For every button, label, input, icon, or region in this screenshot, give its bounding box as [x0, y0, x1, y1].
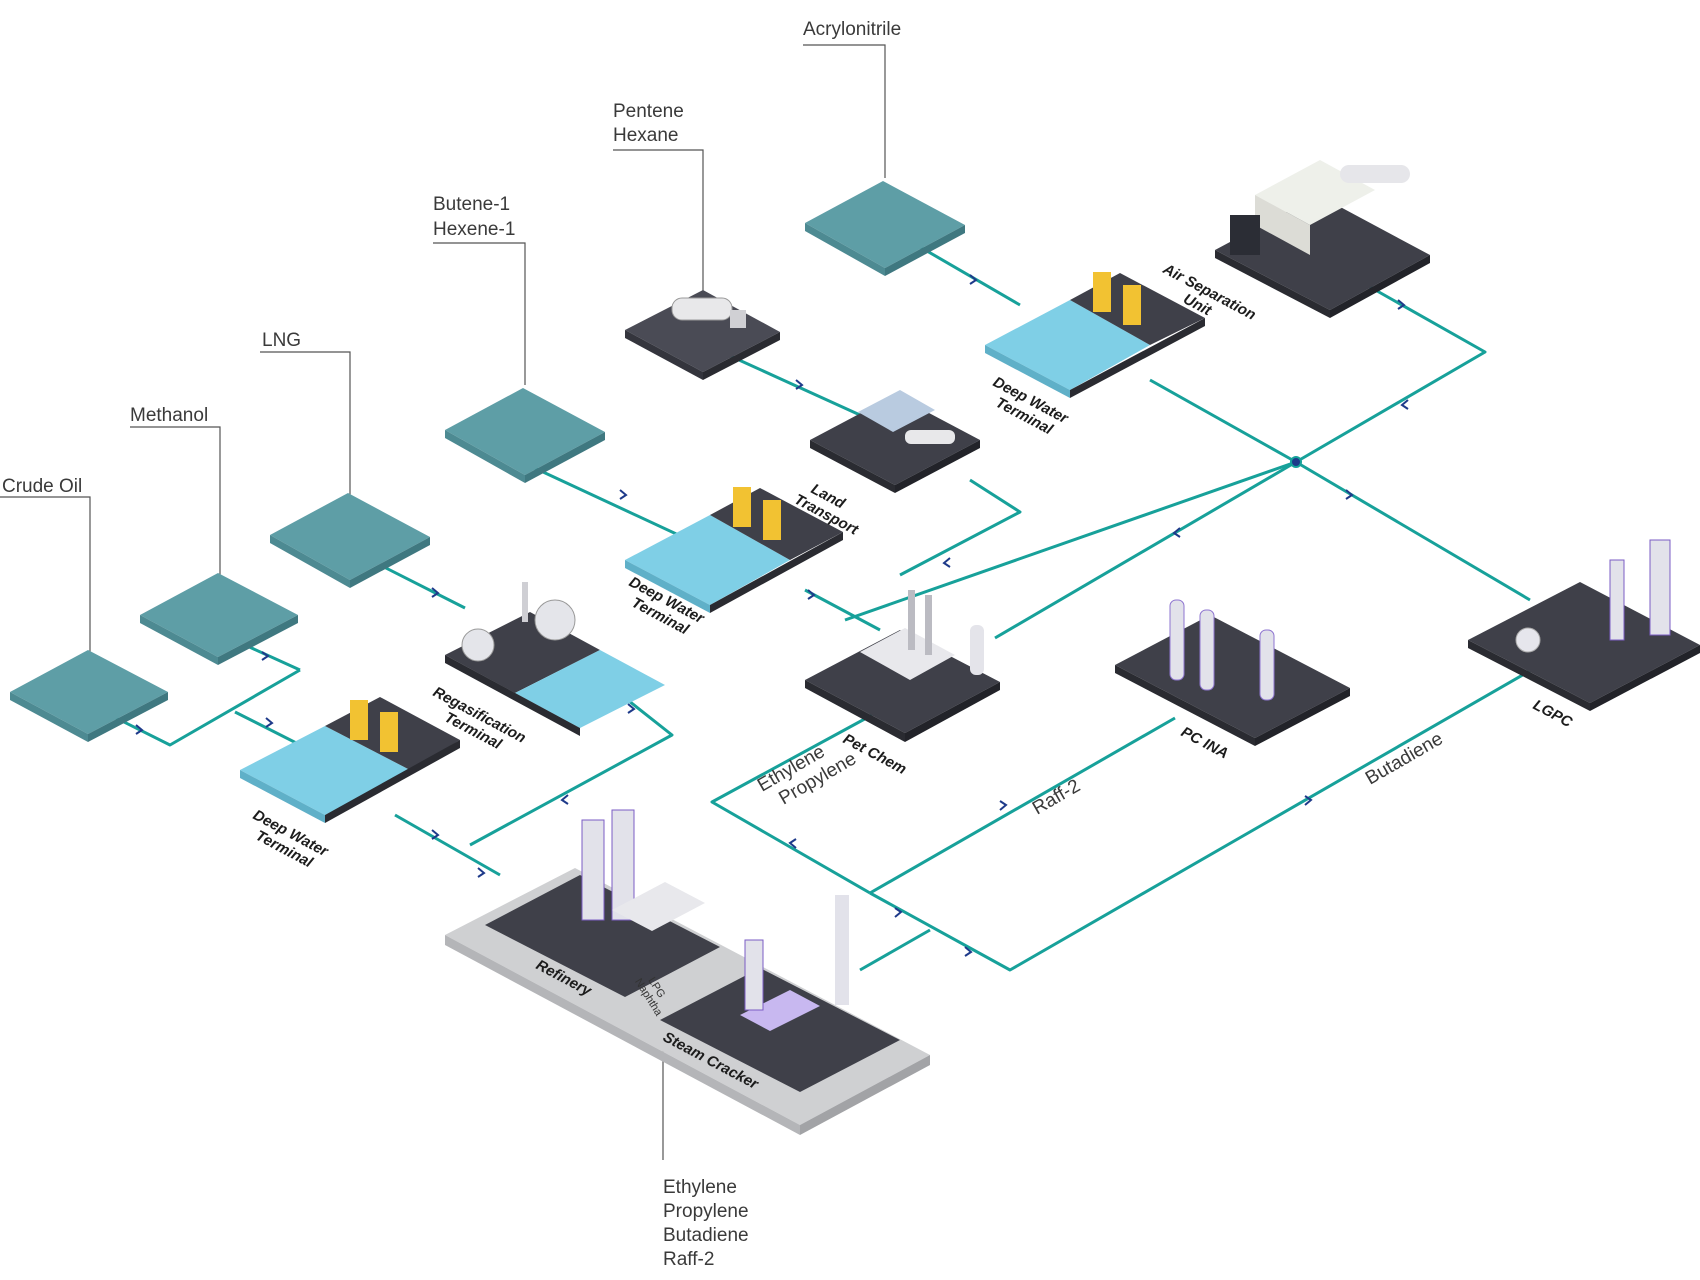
- arrow-icon: [477, 867, 486, 878]
- arrow-icon: [788, 838, 797, 849]
- pipe-ethylene-loop: [710, 713, 873, 895]
- arrow-icon: [431, 587, 440, 598]
- arrow-icon: [969, 274, 978, 285]
- pipe-terminal3-junction: [1149, 378, 1297, 464]
- tile-deepwater-1: [240, 697, 460, 823]
- leader-pentene: [613, 149, 704, 298]
- callout-lng: LNG: [262, 330, 301, 351]
- arrow-icon: [619, 489, 628, 500]
- tile-lng: [270, 493, 430, 588]
- callout-pentene: Pentene: [613, 101, 684, 122]
- pipe-truck-land: [727, 353, 861, 417]
- callout-labels: Crude Oil Methanol LNG Butene-1 Hexene-1…: [2, 19, 901, 1270]
- pipe-junction-terminal2: [844, 460, 1297, 622]
- tile-pcina: [1115, 599, 1350, 746]
- callout-raff2: Raff-2: [663, 1249, 714, 1270]
- tile-butene: [445, 388, 605, 483]
- flow-label-raff2: Raff-2: [1029, 775, 1084, 819]
- tile-land-transport: [810, 390, 980, 493]
- arrow-icon: [135, 724, 144, 735]
- arrow-icon: [1397, 299, 1406, 310]
- arrow-icon: [560, 794, 569, 805]
- callout-hexene-1: Hexene-1: [433, 219, 515, 240]
- leader-butene: [433, 242, 526, 385]
- pipe-methanol: [244, 643, 301, 672]
- pipe-terminal2-petchem: [804, 588, 881, 632]
- callout-butene-1: Butene-1: [433, 194, 510, 215]
- pipe-lng-regas: [379, 563, 466, 610]
- pipe-terminal1-refinery: [394, 813, 501, 877]
- callout-propylene: Propylene: [663, 1201, 749, 1222]
- arrow-icon: [261, 651, 270, 661]
- label-lgpc: LGPC: [1530, 697, 1576, 732]
- arrow-icon: [894, 907, 903, 918]
- tile-regas: [445, 582, 665, 736]
- arrow-icon: [964, 946, 973, 957]
- callout-hexane: Hexane: [613, 125, 679, 146]
- arrow-icon: [999, 800, 1008, 811]
- callout-crude-oil: Crude Oil: [2, 476, 82, 497]
- tile-refinery-complex: [445, 809, 930, 1135]
- pipe-regas-refinery: [469, 688, 674, 847]
- pipe-land-terminal2: [899, 478, 1022, 577]
- pipe-junction-lgpc: [1295, 460, 1531, 602]
- pipe-butadiene: [869, 663, 1541, 972]
- pipe-raff2: [869, 716, 1176, 895]
- arrow-icon: [1304, 795, 1313, 806]
- tile-acrylo: [805, 181, 965, 276]
- pipe-crude: [109, 668, 301, 747]
- pipe-asu: [1295, 268, 1487, 464]
- tiles: [10, 160, 1700, 1135]
- tile-truck: [625, 290, 780, 380]
- tile-asu: [1215, 160, 1430, 318]
- pipe-butene-terminal2: [527, 463, 701, 547]
- label-pc-ina: PC INA: [1178, 724, 1231, 763]
- arrow-icon: [627, 703, 636, 714]
- arrow-icon: [795, 379, 804, 390]
- pipe-junction-petchem: [994, 460, 1297, 640]
- arrow-icon: [807, 589, 816, 600]
- leader-acrylo: [803, 44, 886, 178]
- callout-methanol: Methanol: [130, 405, 208, 426]
- pipe-junction-node: [1290, 456, 1302, 468]
- arrow-icon: [1400, 399, 1409, 410]
- callout-butadiene: Butadiene: [663, 1225, 749, 1246]
- callout-ethylene: Ethylene: [663, 1177, 737, 1198]
- tile-methanol: [140, 573, 298, 665]
- tile-deepwater-3: [985, 272, 1205, 398]
- arrow-icon: [431, 829, 440, 840]
- leader-lines: [0, 44, 886, 1160]
- leader-lng: [260, 351, 351, 500]
- leader-crude: [0, 496, 91, 660]
- tile-petchem: [805, 590, 1000, 742]
- arrow-icon: [265, 717, 274, 728]
- tile-crude: [10, 650, 168, 742]
- pipe-cracker-out: [859, 928, 931, 972]
- tile-lgpc: [1468, 539, 1700, 711]
- arrow-icon: [1172, 527, 1181, 538]
- tile-deepwater-2: [625, 487, 843, 613]
- leader-methanol: [130, 426, 221, 575]
- callout-acrylonitrile: Acrylonitrile: [803, 19, 901, 40]
- arrow-icon: [942, 557, 951, 568]
- arrow-icon: [1345, 489, 1354, 500]
